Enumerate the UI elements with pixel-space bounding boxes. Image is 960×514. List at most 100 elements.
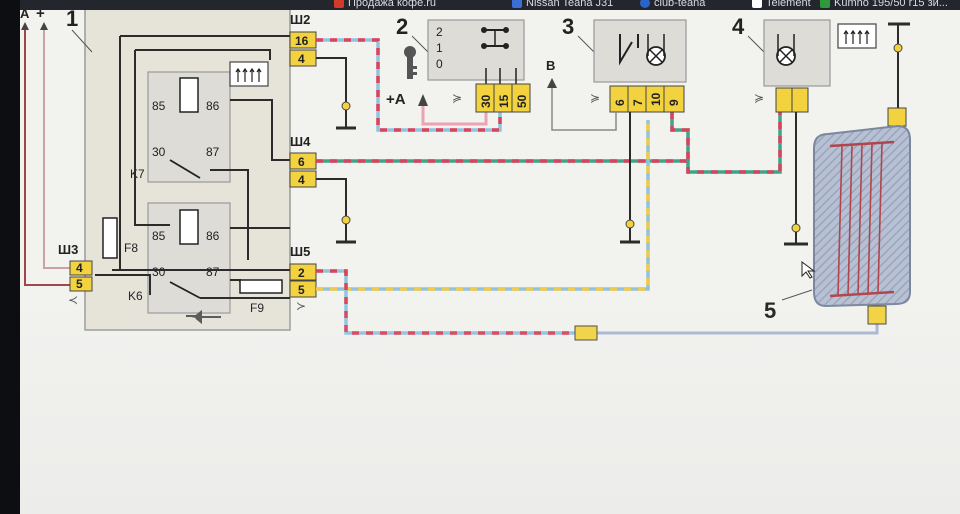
wire-red-green [670,112,690,161]
relay-k7-contact [169,159,201,179]
relay-k6-pin85: 85 [152,229,166,243]
ignition-pin-15: 15 [497,94,511,108]
bookmark-icon [512,0,522,8]
relay-k6-coil [179,209,199,245]
wire-plus [43,30,70,269]
wire-red-green-stripe [670,112,690,161]
leader-line [411,35,429,53]
fuse-f8-label: F8 [124,241,138,255]
leader-line [577,35,597,55]
ground-terminal [625,219,635,229]
arrow-up-icon [40,22,48,30]
wire-yellow-blue [316,120,650,291]
inline-connector [574,325,598,341]
connector-chevron-icon: ≽ [452,91,462,105]
wire-light-blue [597,320,879,335]
bookmark-icon [334,0,344,8]
fuse-f9-label: F9 [250,301,264,315]
indicator-4-box [763,19,831,87]
bookmark-label: club-teana [654,0,706,9]
ignition-position-1: 1 [436,41,443,55]
leader-line [71,29,93,53]
switch-3-pin-9: 9 [667,99,681,106]
heating-elements [829,140,895,298]
wire-a [24,30,70,286]
connector-sh3-pin4-label: 4 [76,261,83,275]
wire-yellow-blue-stripe [316,120,650,291]
connector-sh5-pin2-label: 2 [298,266,305,280]
wire-red-blue-stripe [316,38,502,132]
component-label-4: 4 [732,14,745,39]
relay-k7-coil [179,77,199,113]
relay-k6-name: K6 [128,289,143,303]
component-label-1: 1 [66,10,78,31]
bookmark-label: Kumho 195/50 r15 зи... [834,0,948,9]
leader-line [747,35,767,55]
connector-sh2-name: Ш2 [290,12,310,27]
connector-sh5-pin5-label: 5 [298,283,305,297]
plus-a-label: +A [386,91,406,108]
lamp-cross [649,49,663,63]
monitor-bezel [0,0,20,514]
speaker-icon [186,309,221,325]
mouse-cursor-icon [801,261,816,279]
ground-wire [316,178,347,218]
bookmark-tab-2[interactable]: Nissan Teana J31 [512,0,613,9]
relay-k6-pin30: 30 [152,265,166,279]
diagram-page: 1 85 86 30 87 K7 85 86 30 87 K6 [20,10,960,514]
connector-sh2-pin16-label: 16 [295,34,309,48]
relay-k6-contact [169,281,201,299]
relay-k6-pin87: 87 [206,265,220,279]
ignition-switch-connector [475,83,531,113]
relay-k6-pin86: 86 [206,229,220,243]
connector-chevron-icon: ≺ [68,293,78,307]
wiring-diagram: 1 85 86 30 87 K7 85 86 30 87 K6 [20,10,911,341]
ignition-pin-leads [485,68,517,84]
relay-k7-pin30: 30 [152,145,166,159]
bookmark-tab-4[interactable]: Telement [752,0,811,9]
ground-terminal [341,101,351,111]
component-label-5: 5 [764,298,776,323]
ignition-pin-50: 50 [515,94,529,108]
wire-red-blue-stripe [316,269,575,335]
switch-3-pin-10: 10 [649,92,663,106]
relay-k7-pin85: 85 [152,99,166,113]
arrow-up-icon [418,94,428,106]
connector-sh3-name: Ш3 [58,242,78,257]
component-label-2: 2 [396,14,408,39]
connector-chevron-icon: ≽ [754,91,764,105]
ground-terminal [893,43,903,53]
wire-red-green [316,112,782,174]
lamp-cross [779,49,793,63]
bookmark-label: Продажа кофе.ru [348,0,437,9]
relay-unit-internal-wires [95,35,290,299]
connector-sh3-pin4 [69,260,93,276]
heater-top-connector [887,107,907,127]
switch-contact-icon [619,34,639,66]
bookmark-tab-3[interactable]: club-teana [640,0,706,9]
switch-3-pin-6: 6 [613,99,627,106]
b-label: B [546,58,555,73]
bookmark-tab-5[interactable]: Kumho 195/50 r15 зи... [820,0,948,9]
wire-pink [421,106,488,126]
wire-label-plus: + [36,10,45,22]
ground-terminal [341,215,351,225]
ignition-position-0: 0 [436,57,443,71]
bookmark-tab-1[interactable]: Продажа кофе.ru [334,0,437,9]
heater-symbol-icon [837,23,877,49]
ground-terminal [791,223,801,233]
heat-arrows-icon [843,29,870,44]
bookmarks-bar: Продажа кофе.ru Nissan Teana J31 club-te… [20,0,960,10]
arrow-up-icon [547,78,557,88]
arrow-up-icon [21,22,29,30]
switch-3-box [593,19,687,83]
fuse-f8 [102,217,118,259]
heater-bottom-connector [867,305,887,325]
lamp-lead [647,34,665,56]
connector-sh4-pin4-label: 4 [298,173,305,187]
ground-wire [316,57,347,106]
leader-line [781,289,813,301]
wire-thin-gray [551,88,617,131]
connector-sh4-name: Ш4 [290,134,311,149]
